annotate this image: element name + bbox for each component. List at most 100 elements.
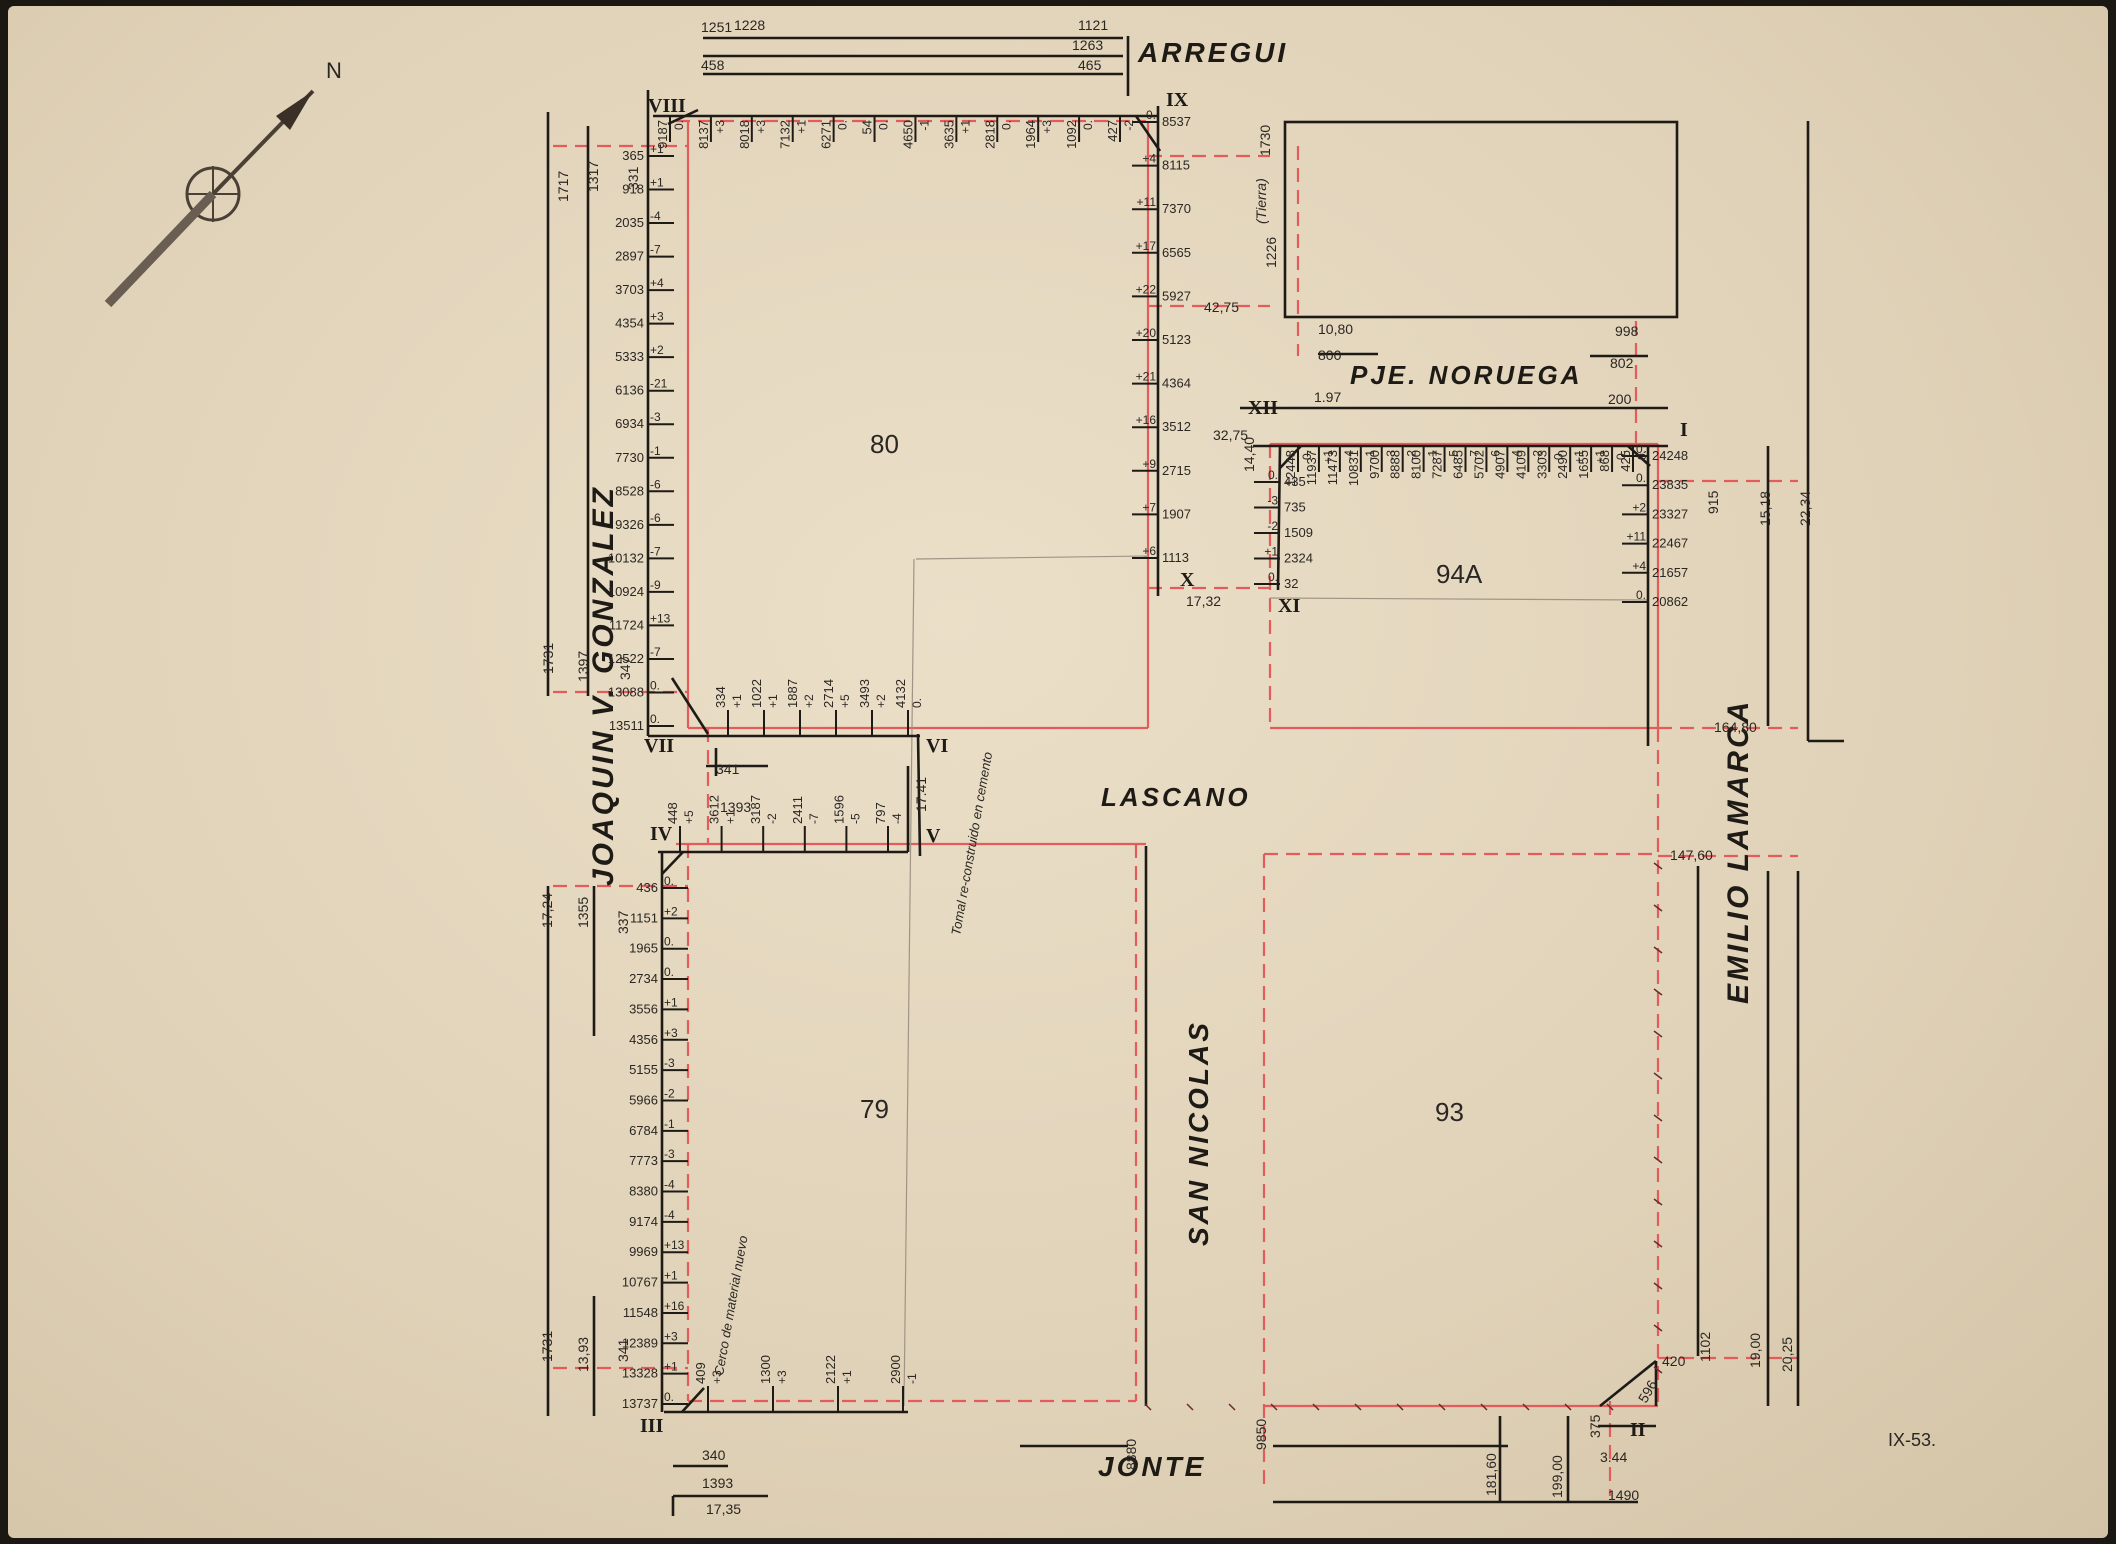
dim-label: 802 (1610, 355, 1634, 371)
top79-offset: +1 (724, 810, 738, 824)
top80-value: 2818 (982, 120, 997, 149)
street-jonte: JONTE (1098, 1451, 1206, 1482)
top94-value: 4907 (1492, 450, 1507, 479)
fence-mark (1653, 1366, 1663, 1374)
dim-label: 1263 (1072, 37, 1103, 53)
dim-label: 15,18 (1757, 491, 1773, 526)
bottom79-value: 2122 (823, 1355, 838, 1384)
left80-value: 3703 (615, 282, 644, 297)
dim-label: 331 (625, 166, 641, 190)
dim-label: 147,60 (1670, 847, 1713, 863)
left80-value: 365 (622, 148, 644, 163)
top94-offset: +1 (1572, 450, 1586, 464)
left80-offset: +13 (650, 611, 671, 625)
bottom80-value: 3493 (857, 679, 872, 708)
left80-value: 6934 (615, 416, 644, 431)
top94-offset: 0. (1635, 450, 1649, 460)
note-cerco: Cerco de material nuevo (711, 1234, 750, 1376)
left79-value: 436 (636, 880, 658, 895)
left79-offset: +3 (664, 1329, 678, 1343)
right94-offset: +2 (1632, 500, 1646, 514)
bottom79-value: 1300 (758, 1355, 773, 1384)
left80-offset: -21 (650, 377, 668, 391)
dimension-labels: 1251 1228 458 1121 1263 465 1717 1317 33… (539, 17, 1813, 1517)
top94-value: 8100 (1409, 450, 1424, 479)
left79-value: 13737 (622, 1396, 658, 1411)
left79-value: 6784 (629, 1123, 658, 1138)
street-san-nicolas: SAN NICOLAS (1183, 1020, 1214, 1246)
top94-offset: 0. (1614, 450, 1628, 460)
right94-value: 23835 (1652, 477, 1688, 492)
left80-value: 6136 (615, 383, 644, 398)
left80-offset: +4 (650, 276, 664, 290)
fence-mark (1653, 988, 1663, 996)
dim-label: 341 (615, 1338, 631, 1362)
right80-value: 2715 (1162, 463, 1191, 478)
bottom80-value: 1887 (785, 679, 800, 708)
survey-lines (546, 36, 1844, 1516)
left80-offset: -7 (650, 544, 661, 558)
fence-mark (1564, 1403, 1572, 1411)
left80-value: 10924 (608, 584, 644, 599)
left80-value: 7730 (615, 450, 644, 465)
right80-value: 8115 (1162, 158, 1190, 173)
sheet-id: IX-53. (1888, 1430, 1936, 1450)
dim-label: 17.41 (913, 777, 929, 812)
dim-label: 1730 (1257, 125, 1273, 156)
map-sheet: N (8, 6, 2108, 1538)
right80-offset: +17 (1136, 239, 1157, 253)
dim-label: 17,35 (706, 1501, 741, 1517)
point-xii: XII (1248, 397, 1278, 419)
fence-mark (1354, 1403, 1362, 1411)
left80-offset: 0. (650, 712, 660, 726)
left80-offset: +2 (650, 343, 664, 357)
dim-label: 1226 (1263, 237, 1279, 268)
dim-label: 17,24 (539, 893, 555, 928)
right94-value: 24248 (1652, 448, 1688, 463)
dim-label: 915 (1705, 490, 1721, 514)
point-ix: IX (1166, 89, 1189, 111)
top80-value: 6271 (819, 120, 834, 149)
bottom80-value: 4132 (893, 679, 908, 708)
fence-mark (1270, 1403, 1278, 1411)
bottom80-value: 1022 (749, 679, 764, 708)
top94-offset: -2 (1405, 450, 1419, 461)
dim-label: 420 (1662, 1353, 1686, 1369)
fence-mark (1144, 1403, 1152, 1411)
right80-value: 8537 (1162, 114, 1191, 129)
block-94a: 94A (1436, 559, 1483, 589)
left79-offset: -2 (664, 1086, 675, 1100)
left79-offset: -4 (664, 1208, 675, 1222)
dim-label: 1317 (585, 161, 601, 192)
dim-label: 9850 (1253, 1419, 1269, 1450)
left79-value: 12389 (622, 1335, 658, 1350)
top80-offset: 0. (877, 120, 891, 130)
left79-offset: -4 (664, 1178, 675, 1192)
street-lamarca: EMILIO LAMARCA (1722, 699, 1755, 1004)
north-arrow-icon: N (104, 58, 342, 308)
right94-offset: +11 (1627, 530, 1647, 544)
left80-offset: -4 (650, 209, 661, 223)
left80-offset: -9 (650, 578, 661, 592)
top80-offset: +1 (958, 120, 972, 134)
bottom80-offset: 0. (910, 698, 924, 708)
top80-value: 4650 (900, 120, 915, 149)
left79-offset: -3 (664, 1056, 675, 1070)
right80-offset: +16 (1136, 413, 1157, 427)
top94-value: 11473 (1325, 450, 1340, 485)
right80-value: 4364 (1162, 376, 1191, 391)
right80-offset: +21 (1136, 370, 1157, 384)
right94-offset: +4 (1632, 559, 1646, 573)
right80-value: 5123 (1162, 332, 1191, 347)
dim-label: 10,80 (1318, 321, 1353, 337)
right94-value: 20862 (1652, 594, 1688, 609)
top80-offset: +3 (754, 120, 768, 134)
fence-mark (1653, 1072, 1663, 1080)
top79-value: 797 (873, 802, 888, 824)
point-ii: II (1630, 1419, 1646, 1441)
fence-mark (1653, 1114, 1663, 1122)
top94-offset: -4 (1342, 450, 1356, 461)
bottom80-offset: +1 (730, 694, 744, 708)
top94-value: 2490 (1555, 450, 1570, 479)
top94-value: 425 (1618, 450, 1633, 472)
